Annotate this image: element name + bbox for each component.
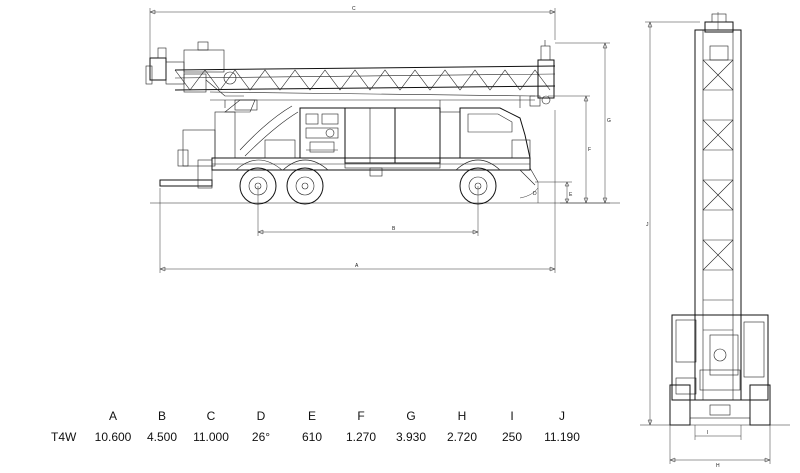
- spec-header-j: J: [559, 409, 565, 423]
- dim-label-j: J: [646, 222, 649, 228]
- mast-lattice: [174, 65, 556, 108]
- spec-header-g: G: [406, 409, 416, 423]
- truck-cab: [459, 107, 531, 159]
- spec-value-b: 4.500: [146, 430, 178, 444]
- spec-value-i: 250: [501, 430, 523, 444]
- spec-header-e: E: [307, 409, 317, 423]
- spec-header-f: F: [357, 409, 365, 423]
- dim-label-i: I: [707, 430, 708, 436]
- dim-label-g: G: [607, 118, 611, 124]
- spec-header-a: A: [108, 409, 118, 423]
- dim-label-b: B: [392, 226, 396, 232]
- front-carrier: [671, 314, 769, 401]
- dim-label-f: F: [588, 147, 591, 153]
- cabinet-right: [394, 107, 441, 164]
- dim-label-c: C: [352, 6, 356, 12]
- spec-row-model: T4W: [51, 430, 77, 444]
- dim-label-h: H: [716, 463, 720, 469]
- spec-value-d: 26°: [251, 430, 271, 444]
- front-tire-right: [749, 384, 771, 426]
- spec-value-c: 11.000: [193, 430, 229, 444]
- spec-value-g: 3.930: [395, 430, 427, 444]
- top-drive: [145, 41, 244, 97]
- dim-label-e: E: [569, 192, 573, 198]
- spec-value-f: 1.270: [345, 430, 377, 444]
- spec-header-h: H: [457, 409, 467, 423]
- mast-crown: [529, 40, 555, 107]
- spec-header-b: B: [157, 409, 167, 423]
- dim-label-d: D: [533, 191, 537, 197]
- rear-stabilizer: [159, 179, 213, 187]
- spec-value-e: 610: [301, 430, 323, 444]
- dim-label-a: A: [355, 263, 359, 269]
- spec-header-d: D: [256, 409, 266, 423]
- side-view: C A B G F E D: [145, 6, 620, 273]
- spec-value-j: 11.190: [544, 430, 580, 444]
- rear-wheel-2: [286, 167, 324, 205]
- front-tire-left: [669, 384, 691, 426]
- spec-header-c: C: [206, 409, 216, 423]
- front-view: [640, 12, 790, 464]
- spec-value-h: 2.720: [446, 430, 478, 444]
- front-mast: [694, 29, 742, 401]
- spec-value-a: 10.600: [94, 430, 132, 444]
- spec-header-i: I: [510, 409, 514, 423]
- side-dimensions: [149, 8, 610, 273]
